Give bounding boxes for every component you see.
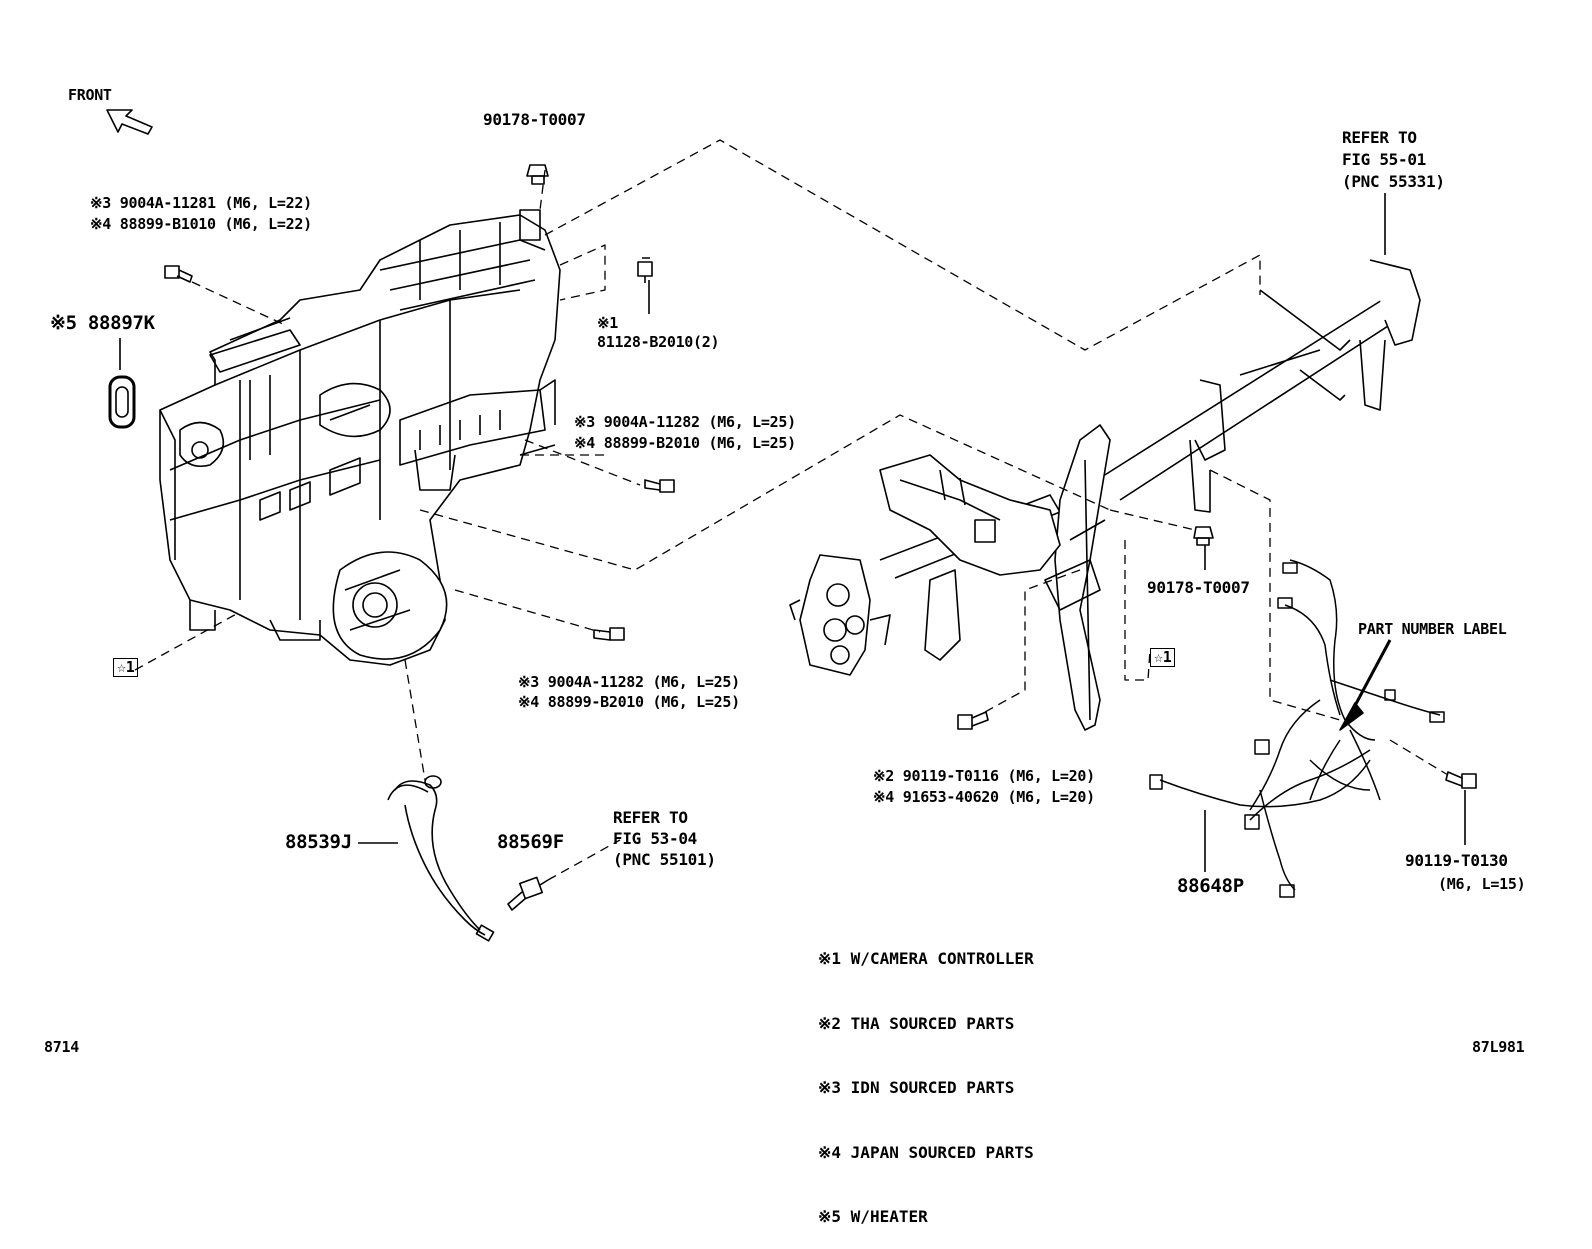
callout-clip-note: ※1 (597, 314, 618, 332)
hvac-unit (159, 209, 561, 666)
callout-bolt2-japan: ※4 88899-B2010 (M6, L=25) (574, 434, 796, 452)
grommet-icon (108, 375, 136, 429)
front-label: FRONT (68, 86, 112, 104)
legend: ※1 W/CAMERA CONTROLLER ※2 THA SOURCED PA… (818, 905, 1034, 1249)
nut-icon (1193, 526, 1214, 546)
bolt-icon (644, 479, 675, 493)
refer-bottom-line2: FIG 53-04 (613, 829, 697, 848)
wire-harness-88648P (1149, 559, 1445, 898)
bolt-icon (164, 265, 193, 283)
dashed-guides (134, 139, 1449, 881)
parts-diagram (106, 109, 1477, 942)
callout-bolt3-japan: ※4 88899-B2010 (M6, L=25) (518, 693, 740, 711)
callout-right-nut: 90178-T0007 (1147, 578, 1250, 597)
nut-icon (526, 164, 549, 185)
refer-bottom-line1: REFER TO (613, 808, 688, 827)
drain-hose-88539J (387, 775, 495, 942)
figure-code-right: 87L981 (1472, 1038, 1525, 1056)
callout-sensor: 88569F (497, 831, 564, 853)
callout-hose: 88539J (285, 831, 352, 853)
callout-bolt5: 90119-T0130 (1405, 851, 1508, 870)
instrument-panel-reinforcement (789, 259, 1421, 731)
callout-bolt2-idn: ※3 9004A-11282 (M6, L=25) (574, 413, 796, 431)
legend-item-1: ※1 W/CAMERA CONTROLLER (818, 949, 1034, 968)
star-marker-left: ☆1 (113, 658, 139, 678)
star-marker-right: ☆1 (1150, 648, 1176, 668)
callout-bolt5-spec: (M6, L=15) (1438, 875, 1526, 893)
callout-bolt4-tha: ※2 90119-T0116 (M6, L=20) (873, 767, 1095, 785)
part-number-label-text: PART NUMBER LABEL (1358, 620, 1507, 638)
legend-item-4: ※4 JAPAN SOURCED PARTS (818, 1142, 1034, 1162)
callout-bolt1-japan: ※4 88899-B1010 (M6, L=22) (90, 215, 312, 233)
legend-item-5: ※5 W/HEATER (818, 1207, 928, 1226)
refer-bottom-line3: (PNC 55101) (613, 850, 716, 869)
refer-top-line1: REFER TO (1342, 128, 1417, 147)
bolt-icon (957, 711, 989, 730)
legend-item-2: ※2 THA SOURCED PARTS (818, 1013, 1015, 1033)
callout-grommet: ※5 88897K (50, 312, 155, 334)
callout-clip: 81128-B2010(2) (597, 333, 720, 351)
callout-bolt4-japan: ※4 91653-40620 (M6, L=20) (873, 788, 1095, 806)
refer-top-line2: FIG 55-01 (1342, 150, 1426, 169)
clip-icon (637, 257, 653, 283)
refer-top-line3: (PNC 55331) (1342, 172, 1445, 191)
part-number-label-arrow (1339, 639, 1392, 731)
front-arrow-icon (106, 109, 153, 135)
callout-bolt3-idn: ※3 9004A-11282 (M6, L=25) (518, 673, 740, 691)
bolt-icon (593, 627, 625, 641)
callout-top-nut: 90178-T0007 (483, 110, 586, 129)
sensor-88569F (507, 876, 549, 911)
figure-code-left: 8714 (44, 1038, 79, 1056)
callout-bolt1-idn: ※3 9004A-11281 (M6, L=22) (90, 194, 312, 212)
bolt-icon (1445, 771, 1477, 789)
callout-harness: 88648P (1177, 875, 1244, 897)
legend-item-3: ※3 IDN SOURCED PARTS (818, 1078, 1015, 1097)
